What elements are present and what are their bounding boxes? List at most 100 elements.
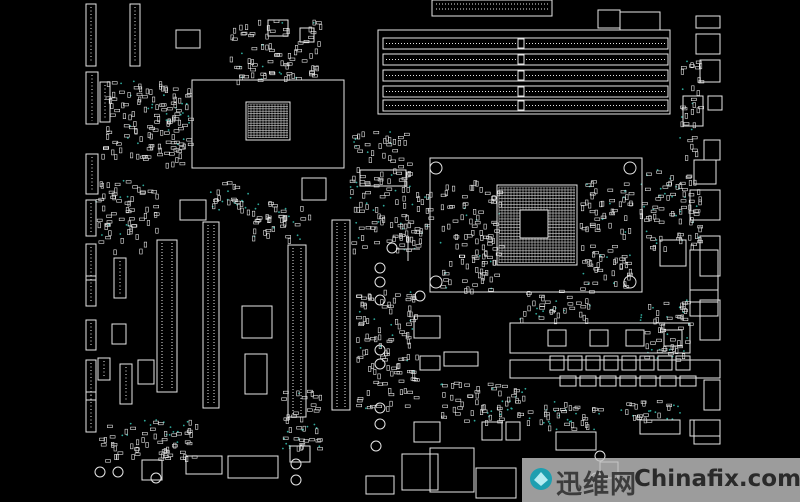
rear-connector xyxy=(693,419,721,445)
test-point xyxy=(176,441,179,443)
smd-passive xyxy=(148,144,155,148)
test-point xyxy=(296,234,299,237)
smd-passive xyxy=(386,406,390,412)
smd-passive xyxy=(471,230,475,236)
smd-passive xyxy=(124,201,131,205)
smd-passive xyxy=(520,317,524,324)
smd-passive xyxy=(507,396,511,403)
smd-passive xyxy=(315,428,319,435)
smd-passive xyxy=(399,330,405,334)
smd-passive xyxy=(402,195,406,202)
smd-passive xyxy=(134,128,138,135)
test-point xyxy=(681,88,684,91)
smd-passive xyxy=(251,47,258,51)
smd-passive xyxy=(476,214,480,221)
smd-passive xyxy=(680,69,685,75)
smd-passive xyxy=(475,267,479,273)
smd-passive xyxy=(670,175,674,181)
smd-passive xyxy=(159,81,163,87)
smd-passive xyxy=(694,233,699,239)
top-header xyxy=(431,0,553,17)
test-point xyxy=(411,328,414,330)
smd-passive xyxy=(129,217,135,221)
smd-passive xyxy=(312,74,318,78)
test-point xyxy=(553,401,556,403)
smd-passive xyxy=(688,210,695,214)
smd-passive xyxy=(473,256,480,260)
test-point xyxy=(620,409,623,411)
test-point xyxy=(506,408,509,411)
smd-passive xyxy=(670,192,676,196)
smd-passive xyxy=(495,252,502,256)
ic-chip xyxy=(689,289,719,317)
smd-passive xyxy=(697,240,703,244)
smd-passive xyxy=(476,385,480,392)
smd-passive xyxy=(623,182,630,186)
smd-passive xyxy=(176,149,182,153)
test-point xyxy=(315,427,318,429)
smd-passive xyxy=(373,369,377,375)
smd-passive xyxy=(405,297,412,302)
smd-passive xyxy=(302,425,306,432)
smd-passive xyxy=(460,214,464,221)
smd-passive xyxy=(394,293,401,297)
smd-passive xyxy=(656,349,663,353)
smd-passive xyxy=(315,439,322,443)
capacitor xyxy=(374,358,386,370)
smd-passive xyxy=(361,296,367,300)
smd-passive xyxy=(128,114,132,121)
smd-passive xyxy=(611,209,618,213)
smd-passive xyxy=(280,224,286,228)
test-point xyxy=(606,256,608,258)
smd-passive xyxy=(440,285,447,289)
smd-passive xyxy=(698,196,702,203)
smd-passive xyxy=(658,327,662,334)
smd-passive xyxy=(481,409,488,413)
smd-passive xyxy=(592,281,599,285)
smd-passive xyxy=(376,404,382,409)
pcie-slot xyxy=(287,244,307,418)
smd-passive xyxy=(693,179,697,186)
smd-passive xyxy=(583,281,590,285)
smd-passive xyxy=(590,193,594,200)
smd-passive xyxy=(266,233,270,239)
test-point xyxy=(655,239,658,241)
smd-passive xyxy=(627,228,632,234)
edge-connector xyxy=(85,199,97,237)
smd-passive xyxy=(365,226,372,230)
ic-chip xyxy=(547,329,567,347)
smd-passive xyxy=(481,272,488,276)
watermark-chinese-text: 迅维网 xyxy=(556,470,638,500)
smd-passive xyxy=(406,187,410,193)
smd-passive xyxy=(285,418,289,424)
smd-passive xyxy=(619,264,623,270)
chipset-outline xyxy=(191,79,345,169)
smd-passive xyxy=(352,175,356,182)
smd-passive xyxy=(161,85,165,92)
smd-passive xyxy=(188,117,194,121)
smd-passive xyxy=(265,214,269,220)
smd-passive xyxy=(353,206,358,213)
smd-passive xyxy=(139,86,143,93)
smd-passive xyxy=(158,457,165,461)
smd-passive xyxy=(301,59,308,63)
test-point xyxy=(349,196,352,199)
smd-passive xyxy=(291,73,295,79)
smd-passive xyxy=(495,384,502,388)
smd-passive xyxy=(505,400,509,407)
test-point xyxy=(491,387,494,390)
smd-passive xyxy=(494,273,501,277)
test-point xyxy=(675,214,677,217)
header-connector xyxy=(639,419,681,435)
smd-passive xyxy=(601,200,605,207)
test-point xyxy=(169,426,172,428)
header-connector xyxy=(555,431,597,451)
smd-passive xyxy=(584,422,589,428)
smd-passive xyxy=(118,217,125,221)
smd-passive xyxy=(466,234,473,238)
smd-passive xyxy=(240,201,244,207)
smd-passive xyxy=(564,422,570,426)
test-point xyxy=(473,419,476,422)
smd-passive xyxy=(157,116,161,122)
